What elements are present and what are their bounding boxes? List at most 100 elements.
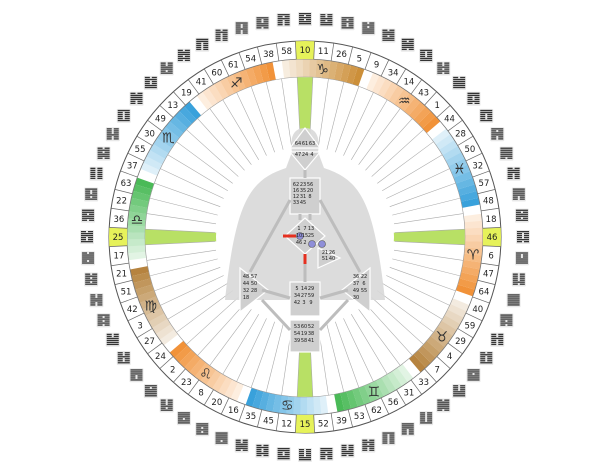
hexagram-line	[389, 434, 395, 436]
hexagram-line	[498, 339, 504, 342]
gate-number: 43	[418, 89, 429, 99]
heart-gate-label: 40	[329, 256, 335, 262]
hexagram-line	[117, 356, 130, 358]
g-gate-label: 13	[308, 226, 314, 232]
hexagram-line	[498, 341, 504, 344]
g-gate-label: 2	[303, 240, 306, 246]
hexagram-line	[106, 130, 112, 132]
hexagram-line	[130, 96, 143, 99]
hexagram-line	[85, 192, 91, 194]
hexagram-line	[524, 237, 529, 239]
hexagram-icon	[129, 368, 144, 383]
hexagram-line	[263, 454, 269, 457]
hexagram-line	[124, 360, 130, 362]
hexagram-icon	[195, 37, 210, 52]
hexagram-line	[144, 389, 157, 391]
zodiac-band	[404, 97, 421, 116]
hexagram-line	[222, 29, 228, 31]
zodiac-band	[213, 80, 229, 100]
gate-number: 53	[354, 412, 365, 422]
hexagram-line	[299, 23, 311, 25]
hexagram-line	[437, 62, 443, 64]
hexagram-line	[124, 117, 130, 120]
gate-number: 36	[113, 215, 124, 225]
hexagram-line	[491, 335, 497, 338]
hexagram-line	[500, 322, 513, 324]
gate-divider	[477, 189, 496, 195]
gate-number: 34	[388, 68, 399, 78]
hexagram-line	[151, 387, 157, 389]
hexagram-line	[401, 40, 407, 43]
hexagram-line	[362, 445, 375, 447]
hexagram-line	[177, 55, 183, 58]
hexagram-line	[277, 24, 283, 26]
throat-center	[289, 177, 321, 215]
gate-number: 47	[483, 270, 494, 280]
hexagram-line	[144, 391, 157, 393]
hexagram-line	[215, 436, 228, 438]
hexagram-line	[517, 237, 522, 239]
hexagram-line	[97, 151, 103, 153]
gate-number: 41	[196, 78, 207, 88]
hexagram-icon	[143, 384, 158, 399]
hexagram-line	[97, 324, 103, 326]
zodiac-band	[346, 389, 358, 409]
gate-divider	[173, 368, 186, 383]
zodiac-band	[252, 65, 264, 85]
hexagram-line	[453, 76, 459, 79]
hexagram-line	[389, 436, 395, 438]
hexagram-line	[474, 373, 480, 375]
hexagram-line	[507, 298, 520, 300]
hexagram-line	[160, 64, 166, 66]
hexagram-line	[97, 177, 103, 180]
hexagram-line	[453, 82, 466, 85]
gate-number: 22	[116, 197, 127, 207]
hexagram-line	[500, 151, 513, 153]
hexagram-line	[130, 369, 143, 371]
hexagram-line	[97, 304, 103, 306]
spoke-line	[176, 290, 233, 333]
hexagram-line	[160, 68, 173, 70]
hexagram-line	[117, 354, 123, 356]
hexagram-line	[85, 281, 91, 283]
hexagram-icon	[381, 431, 396, 446]
hexagram-line	[106, 134, 119, 136]
sacral-center	[289, 281, 321, 317]
hexagram-line	[500, 155, 513, 157]
hexagram-line	[362, 449, 368, 451]
zodiac-band	[327, 60, 338, 80]
zodiac-band	[139, 296, 159, 310]
zodiac-band	[184, 354, 202, 373]
hexagram-line	[507, 296, 520, 298]
gate-divider	[457, 135, 474, 146]
hexagram-line	[117, 117, 123, 120]
hexagram-line	[512, 188, 525, 190]
gate-divider	[436, 356, 451, 369]
hexagram-line	[222, 37, 228, 39]
hexagram-line	[256, 446, 269, 449]
hexagram-line	[177, 412, 190, 414]
hexagram-icon	[105, 332, 120, 347]
sacral-gate-label: 5	[295, 286, 298, 292]
hexagram-line	[144, 76, 150, 79]
hexagram-line	[177, 420, 190, 422]
hexagram-line	[467, 379, 480, 381]
zodiac-band	[346, 65, 358, 85]
hexagram-line	[263, 448, 269, 451]
hexagram-line	[117, 362, 130, 364]
spoke-line	[236, 92, 267, 156]
hexagram-line	[184, 59, 190, 62]
hexagram-line	[177, 53, 190, 56]
hexagram-line	[500, 324, 506, 326]
hexagram-line	[320, 453, 333, 456]
gate-divider	[238, 404, 246, 422]
root-gate-label: 52	[308, 324, 314, 330]
hexagram-line	[341, 454, 347, 457]
hexagram-line	[82, 252, 88, 254]
hexagram-line	[341, 23, 347, 25]
hexagram-line	[507, 173, 513, 176]
hexagram-line	[467, 98, 473, 101]
hexagram-line	[82, 217, 95, 219]
hexagram-icon	[490, 127, 505, 142]
hexagram-line	[517, 233, 522, 235]
